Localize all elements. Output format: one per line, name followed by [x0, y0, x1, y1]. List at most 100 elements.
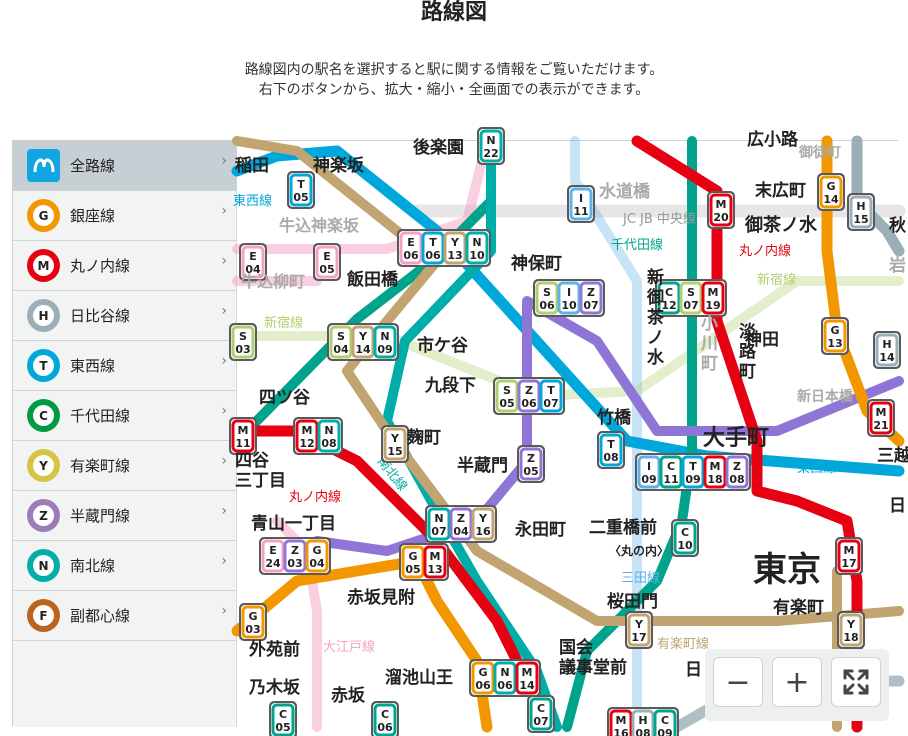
station-code-group[interactable]: Y18 — [837, 611, 865, 649]
station-code-group[interactable]: C07 — [527, 695, 555, 733]
station-name[interactable]: 四ツ谷 — [259, 388, 311, 408]
station-name[interactable]: 日 — [685, 660, 702, 680]
route-map-svg[interactable]: 東西線千代田線丸ノ内線新宿線新宿線南北線丸ノ内線東西線三田線有楽町線大江戸線JC… — [229, 127, 908, 736]
station-name[interactable]: 永田町 — [514, 519, 566, 540]
station-code-group[interactable]: M11 — [229, 417, 257, 455]
sidebar-item-all[interactable]: 全路線› — [13, 141, 237, 191]
station-name[interactable]: 広小路 — [747, 129, 799, 150]
station-name[interactable]: 神保町 — [511, 253, 562, 274]
station-name[interactable]: 外苑前 — [249, 639, 300, 660]
station-name[interactable]: 赤坂 — [331, 685, 366, 706]
station-name[interactable]: 大手町 — [703, 426, 769, 451]
station-name[interactable]: 三越 — [877, 445, 908, 466]
station-code-group[interactable]: G13 — [821, 317, 849, 355]
station-name[interactable]: 末広町 — [755, 180, 806, 201]
station-code-group[interactable]: H14 — [873, 331, 901, 369]
station-name[interactable]: 神田 — [745, 329, 779, 350]
station-name[interactable]: 市ケ谷 — [417, 335, 469, 356]
line-label: 有楽町線 — [657, 636, 709, 652]
station-name[interactable]: 半蔵門 — [457, 455, 508, 476]
station-name[interactable]: 二重橋前 — [589, 517, 657, 538]
station-code-group[interactable]: G14 — [817, 173, 845, 211]
station-name[interactable]: 竹橋 — [596, 407, 632, 428]
station-code-group[interactable]: H15 — [847, 193, 875, 231]
station-name-vertical[interactable]: 小川町 — [700, 314, 718, 374]
station-name[interactable]: 青山一丁目 — [251, 513, 336, 534]
station-name[interactable]: 溜池山王 — [385, 667, 453, 688]
station-code-group[interactable]: G03 — [239, 603, 267, 641]
station-name[interactable]: 乃木坂 — [248, 677, 301, 698]
station-code-group[interactable]: E04 — [239, 243, 267, 281]
station-name[interactable]: 飯田橋 — [346, 269, 399, 290]
station-code-group[interactable]: I11 — [567, 185, 595, 223]
station-name[interactable]: 稲田 — [235, 156, 269, 176]
station-code-group[interactable]: E05 — [313, 243, 341, 281]
station-line-letter: Y — [478, 512, 488, 525]
station-name[interactable]: 神楽坂 — [313, 155, 365, 176]
station-name[interactable]: 岩 — [888, 255, 906, 276]
station-code-group[interactable]: M20 — [707, 191, 735, 229]
station-name[interactable]: 四谷 — [235, 451, 270, 471]
station-number: 13 — [427, 563, 442, 576]
station-code-group[interactable]: C05 — [269, 701, 297, 736]
station-code-group[interactable]: T05 — [287, 171, 315, 209]
station-code-group[interactable]: C06 — [371, 701, 399, 736]
station-name[interactable]: 議事堂前 — [559, 657, 627, 678]
station-name[interactable]: 桜田門 — [607, 591, 658, 612]
station-name[interactable]: 新日本橋 — [797, 388, 854, 405]
station-name[interactable]: 御徒町 — [798, 144, 841, 161]
station-code-group[interactable]: Z05 — [517, 445, 545, 483]
station-name[interactable]: 牛込柳町 — [241, 272, 305, 291]
station-code-group[interactable]: M21 — [867, 399, 895, 437]
station-name[interactable]: 三丁目 — [235, 471, 286, 491]
station-name[interactable]: 国会 — [559, 637, 593, 658]
station-name[interactable]: 東京 — [753, 550, 821, 590]
station-code-group[interactable]: S03 — [229, 323, 257, 361]
station-code-group[interactable]: Y17 — [625, 611, 653, 649]
station-name[interactable]: 九段下 — [424, 375, 476, 396]
station-name[interactable]: 秋 — [889, 215, 907, 236]
station-name[interactable]: 〈丸の内〉 — [609, 543, 669, 558]
station-name[interactable]: 水道橋 — [599, 181, 651, 202]
zoom-out-button[interactable]: − — [713, 657, 763, 707]
station-code-group[interactable]: T08 — [597, 431, 625, 469]
station-code-group[interactable]: M17 — [835, 537, 863, 575]
station-name[interactable]: 牛込神楽坂 — [279, 216, 360, 235]
station-name-vertical[interactable]: 淡路町 — [739, 322, 757, 382]
station-name[interactable]: 赤坂見附 — [347, 587, 415, 608]
zoom-in-button[interactable]: + — [772, 657, 822, 707]
station-name[interactable]: 日 — [889, 496, 906, 516]
station-name[interactable]: 麹町 — [406, 427, 441, 448]
station-code-group[interactable]: N22 — [477, 127, 505, 165]
mita-line — [570, 136, 642, 732]
station-name[interactable]: 御茶ノ水 — [744, 214, 818, 236]
fullscreen-button[interactable] — [831, 657, 881, 707]
station-code-group[interactable]: C10 — [671, 519, 699, 557]
station-name[interactable]: 有楽町 — [773, 597, 824, 618]
station-name[interactable]: 後楽園 — [413, 137, 464, 158]
station-code-group[interactable]: Y15 — [381, 425, 409, 463]
